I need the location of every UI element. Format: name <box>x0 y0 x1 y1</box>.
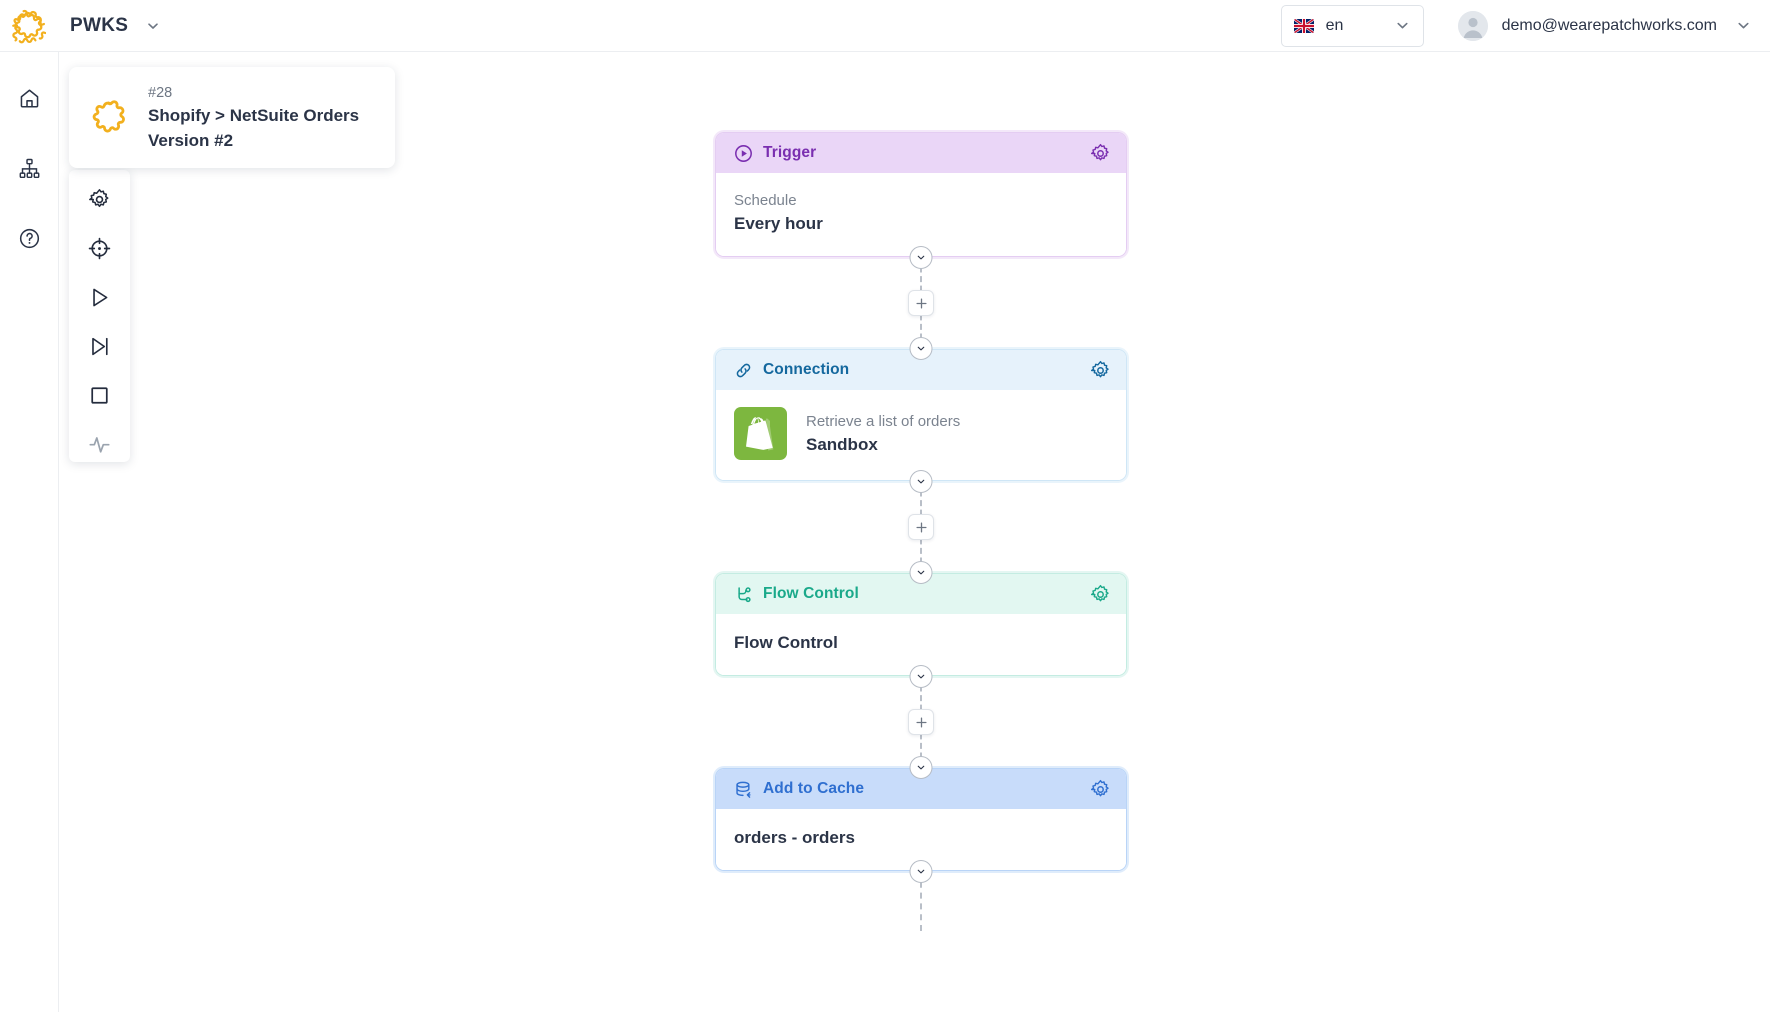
flow-node-trigger[interactable]: Trigger Schedule Every hour <box>715 132 1127 269</box>
language-code: en <box>1325 16 1344 34</box>
flow-node-content: Retrieve a list of orders Sandbox <box>716 390 1126 480</box>
user-email: demo@wearepatchworks.com <box>1501 16 1717 34</box>
user-avatar-icon <box>1457 10 1488 41</box>
gear-icon[interactable] <box>1090 584 1111 605</box>
flow-node-body-wrap: Flow Control Flow Control <box>715 573 1127 676</box>
flow-node-add-to-cache[interactable]: Add to Cache orders - orders <box>715 756 1127 883</box>
flow-node-body-wrap: Add to Cache orders - orders <box>715 768 1127 871</box>
flow-node-title: Flow Control <box>763 585 859 602</box>
flow-node-output-port[interactable] <box>909 665 933 688</box>
flow-node-value: orders - orders <box>734 828 855 847</box>
tool-strip <box>69 170 130 462</box>
add-step-button[interactable] <box>908 709 934 735</box>
target-button[interactable] <box>85 236 115 266</box>
brand: PWKS <box>0 6 161 46</box>
flow-node-subtitle: Schedule <box>734 192 797 209</box>
flow-node-value: Sandbox <box>806 434 878 454</box>
flow-connector <box>715 481 1127 573</box>
top-bar: PWKS en <box>0 0 1770 52</box>
question-circle-icon <box>18 227 41 255</box>
sitemap-icon <box>18 157 41 185</box>
flow-node-output-port[interactable] <box>909 470 933 493</box>
language-chevron-down-icon[interactable] <box>1394 17 1411 34</box>
flow-node-content: Flow Control <box>716 614 1126 675</box>
flow-connector-tail <box>715 871 1127 931</box>
language-select[interactable]: en <box>1280 4 1424 47</box>
left-rail <box>0 52 59 1012</box>
flow-node-input-port[interactable] <box>909 337 933 360</box>
stop-square-icon <box>88 384 111 412</box>
flow-node-flow-control[interactable]: Flow Control Flow Control <box>715 561 1127 688</box>
project-version: Version #2 <box>148 130 234 150</box>
gear-icon[interactable] <box>1090 143 1111 164</box>
user-chevron-down-icon[interactable] <box>1735 17 1752 34</box>
flow-node-body-wrap: Trigger Schedule Every hour <box>715 132 1127 257</box>
link-icon <box>734 361 753 380</box>
play-icon <box>88 286 111 314</box>
flow-node-title: Connection <box>763 361 850 378</box>
flow-node-text: Schedule Every hour <box>734 190 823 236</box>
flow-node-text: orders - orders <box>734 826 855 850</box>
brand-chevron-down-icon[interactable] <box>145 18 161 34</box>
project-card[interactable]: #28 Shopify > NetSuite Orders Version #2 <box>69 67 395 168</box>
settings-button[interactable] <box>85 187 115 217</box>
run-button[interactable] <box>85 285 115 315</box>
flow-node-output-port[interactable] <box>909 246 933 269</box>
flow-node-header: Connection <box>716 350 1126 390</box>
flow-node-value: Every hour <box>734 214 823 233</box>
activity-pulse-icon <box>88 433 111 461</box>
flow-node-content: Schedule Every hour <box>716 173 1126 256</box>
flow-node-title: Trigger <box>763 144 817 161</box>
top-bar-right: en demo@wearepatchworks.com <box>1280 4 1770 47</box>
flow-connector <box>715 676 1127 768</box>
flow-node-text: Retrieve a list of orders Sandbox <box>806 411 960 457</box>
flow-node-input-port[interactable] <box>909 756 933 779</box>
database-icon <box>734 780 753 799</box>
project-text: #28 Shopify > NetSuite Orders Version #2 <box>148 83 359 153</box>
crosshair-icon <box>88 237 111 265</box>
flow-node-title: Add to Cache <box>763 780 865 797</box>
project-title: Shopify > NetSuite Orders <box>148 105 360 125</box>
flow-node-output-port[interactable] <box>909 860 933 883</box>
flow-node-text: Flow Control <box>734 631 838 655</box>
activity-button[interactable] <box>85 432 115 462</box>
home-icon <box>18 87 41 115</box>
gear-icon[interactable] <box>1090 779 1111 800</box>
skip-forward-icon <box>88 335 111 363</box>
add-step-button[interactable] <box>908 514 934 540</box>
flow-node-header: Trigger <box>716 133 1126 173</box>
uk-flag-icon <box>1293 18 1314 33</box>
project-number: #28 <box>148 84 173 101</box>
shopify-logo-icon <box>734 407 787 460</box>
flow-node-body-wrap: Connection <box>715 349 1127 481</box>
flow-node-connection[interactable]: Connection <box>715 337 1127 493</box>
gear-icon[interactable] <box>1090 360 1111 381</box>
flow-column: Trigger Schedule Every hour <box>715 132 1127 931</box>
play-circle-icon <box>734 144 753 163</box>
sidebar-item-help[interactable] <box>12 224 46 258</box>
patchworks-puzzle-logo-icon <box>8 6 48 46</box>
user-menu[interactable]: demo@wearepatchworks.com <box>1457 10 1752 41</box>
flow-node-subtitle: Retrieve a list of orders <box>806 412 961 430</box>
flow-connector <box>715 257 1127 349</box>
flow-canvas[interactable]: #28 Shopify > NetSuite Orders Version #2 <box>59 52 1770 1012</box>
branch-icon <box>734 585 753 604</box>
add-step-button[interactable] <box>908 290 934 316</box>
connector-line <box>920 871 922 931</box>
sidebar-item-home[interactable] <box>12 84 46 118</box>
patchworks-puzzle-logo-icon <box>85 95 131 141</box>
stop-button[interactable] <box>85 383 115 413</box>
step-button[interactable] <box>85 334 115 364</box>
flow-node-value: Flow Control <box>734 633 838 652</box>
brand-name: PWKS <box>70 14 129 36</box>
gear-icon <box>88 188 111 216</box>
flow-node-content: orders - orders <box>716 809 1126 870</box>
flow-node-input-port[interactable] <box>909 561 933 584</box>
sidebar-item-flows[interactable] <box>12 154 46 188</box>
